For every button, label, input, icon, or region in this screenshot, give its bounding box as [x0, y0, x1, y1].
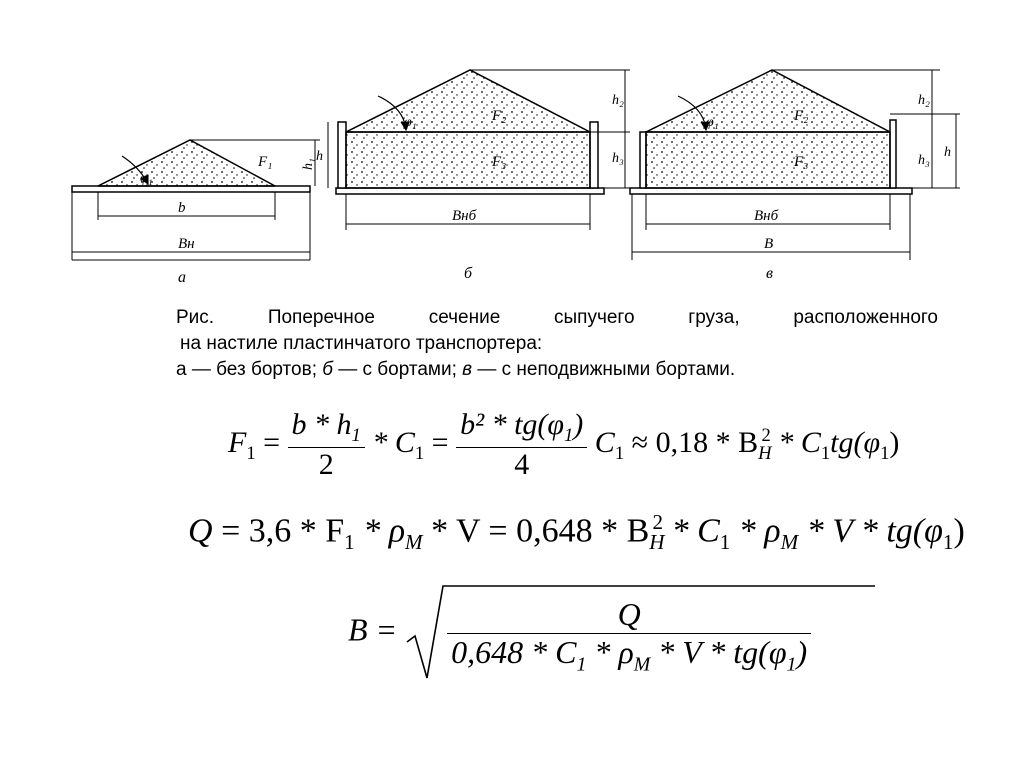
caption-word: сыпучего: [554, 307, 635, 328]
label-b: b: [178, 200, 186, 216]
caption-a: а: [176, 359, 187, 380]
cross-section-figure: F₁ h₁ φ₁ b Bн а φ₁ F₂ F₃ h₂ h₃ h Bнб б: [71, 69, 960, 286]
f1-lhs: F: [228, 425, 247, 459]
panel-c: φ₁ F₂ F₃ h₂ h₃ h Bнб B в: [629, 69, 960, 282]
label-h1: h₁: [301, 158, 316, 170]
formula-Q: Q = 3,6 * F1 * ρM * V = 0,648 * BH2 * C1…: [188, 510, 965, 555]
caption-line-3: а — без бортов; б — с бортами; в — с неп…: [176, 358, 735, 382]
label-h2-c: h₂: [918, 93, 930, 108]
panel-a: F₁ h₁ φ₁ b Bн а: [71, 139, 320, 286]
label-Bnb-c: Bнб: [754, 208, 779, 224]
label-phi1-b: φ₁: [404, 115, 417, 130]
label-F3-b: F₃: [491, 154, 506, 170]
caption-c: в: [462, 359, 473, 380]
caption-word: Поперечное: [267, 307, 375, 328]
label-h2-b: h₂: [612, 93, 624, 108]
caption-line-2: на настиле пластинчатого транспортера:: [180, 333, 543, 354]
formula-F1: F1 = b * h1 2 * C1 = b² * tg(φ1) 4 C1 ≈ …: [228, 408, 900, 482]
caption-b-text: — с бортами;: [332, 359, 463, 380]
label-h-c: h: [944, 145, 951, 160]
label-h3-b: h₃: [612, 151, 624, 166]
label-letter-c: в: [766, 265, 773, 282]
caption-word: груза,: [688, 307, 740, 328]
label-F2-b: F₂: [491, 108, 506, 124]
label-F1: F₁: [257, 154, 272, 170]
label-Bn: Bн: [178, 236, 195, 252]
label-F3-c: F₃: [793, 154, 808, 170]
label-Bnb-b: Bнб: [452, 208, 477, 224]
caption-c-text: — с неподвижными бортами.: [472, 359, 736, 380]
label-phi1-a: φ₁: [140, 171, 153, 186]
f3-frac: Q 0,648 * C1 * ρM * V * tg(φ1): [447, 590, 812, 676]
caption-b: б: [322, 359, 333, 380]
label-h3-c: h₃: [918, 153, 930, 168]
sqrt-radical-icon: [406, 585, 876, 679]
label-letter-a: а: [178, 269, 186, 286]
label-h-b: h: [316, 149, 323, 164]
label-phi1-c: φ₁: [706, 115, 719, 130]
f1-frac-2: b² * tg(φ1) 4: [456, 408, 588, 482]
label-F2-c: F₂: [793, 108, 808, 124]
caption-line-1: Рис. Поперечное сечение сыпучего груза, …: [176, 306, 938, 330]
caption-word: расположенного: [793, 307, 938, 328]
sqrt-expression: Q 0,648 * C1 * ρM * V * tg(φ1): [405, 585, 876, 679]
label-letter-b: б: [464, 265, 473, 282]
f1-frac-1: b * h1 2: [287, 408, 365, 482]
label-B-c: B: [764, 236, 773, 252]
caption-word: Рис.: [176, 307, 215, 328]
caption-word: сечение: [428, 307, 501, 328]
formula-B: B = Q 0,648 * C1 * ρM * V * tg(φ1): [348, 585, 876, 679]
panel-b: φ₁ F₂ F₃ h₂ h₃ h Bнб б: [316, 69, 630, 282]
caption-a-text: — без бортов;: [186, 359, 323, 380]
